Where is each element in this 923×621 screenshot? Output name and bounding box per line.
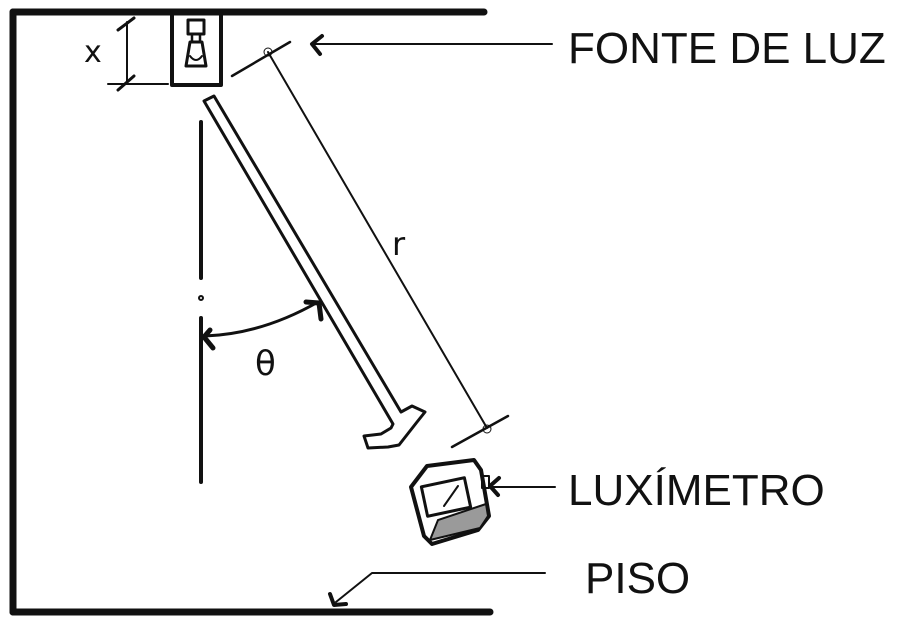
lux-meter-icon (409, 458, 491, 546)
x-label: x (84, 35, 102, 70)
light-fixture-box (170, 11, 223, 87)
lux-meter-label: LUXÍMETRO (568, 466, 825, 515)
theta-label: θ (255, 344, 276, 384)
r-label: r (392, 225, 406, 263)
vertical-reference (198, 120, 204, 484)
lamp-icon (184, 18, 208, 68)
light-source (170, 11, 223, 87)
x-dimension: x (84, 16, 169, 92)
room-walls (9, 8, 494, 616)
light-ray-arrow (202, 94, 427, 450)
r-dimension: r (230, 40, 510, 449)
lux-meter (409, 458, 491, 546)
callout-floor: PISO (328, 554, 690, 607)
theta-angle: θ (201, 299, 324, 384)
light-source-label: FONTE DE LUZ (568, 24, 886, 73)
callout-lux-meter: LUXÍMETRO (488, 466, 825, 515)
floor-label: PISO (585, 554, 690, 603)
callout-light-source: FONTE DE LUZ (310, 24, 886, 73)
